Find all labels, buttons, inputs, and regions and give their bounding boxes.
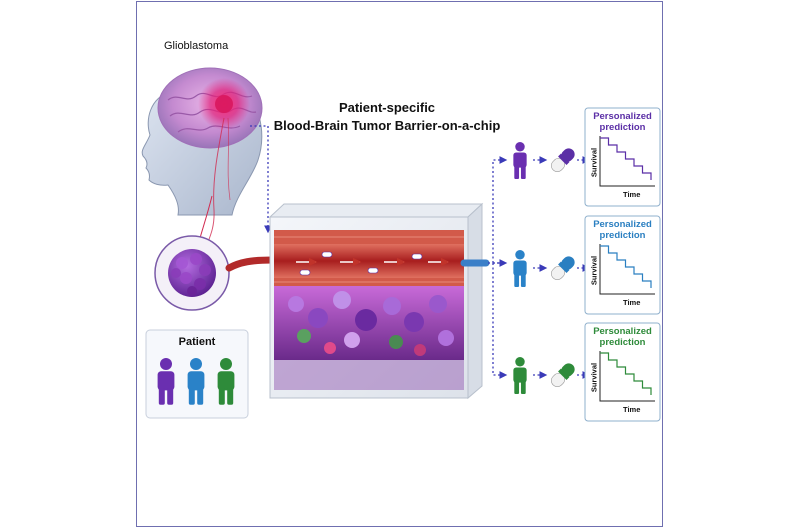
km-axes — [599, 136, 655, 187]
predictions-layer — [513, 107, 661, 422]
capsule-icon — [551, 256, 575, 280]
prediction-title-line-1: Personalized — [593, 219, 652, 230]
patient-label: Patient — [178, 336, 216, 348]
prediction-box — [584, 215, 661, 315]
title-line-2: Blood-Brain Tumor Barrier-on-a-chip — [273, 118, 501, 133]
prediction-box — [584, 107, 661, 207]
patient-person-icon — [187, 358, 205, 405]
patient-person-icon — [217, 358, 235, 405]
km-axes — [599, 244, 655, 295]
capsule-icon — [551, 363, 575, 387]
brain-icon — [157, 67, 263, 251]
title-line-1: Patient-specific — [338, 100, 436, 115]
prediction-title-line-1: Personalized — [593, 111, 652, 122]
glioblastoma-label: Glioblastoma — [164, 40, 229, 52]
km-axes — [599, 351, 655, 402]
prediction-title-line-2: prediction — [599, 122, 646, 133]
brain-to-chip-arrow — [250, 125, 272, 234]
prediction-xlabel: Time — [623, 190, 641, 199]
capsule-icon — [551, 148, 575, 172]
survival-curve — [600, 352, 652, 395]
prediction-ylabel: Survival — [589, 255, 599, 286]
branch-arrows — [488, 156, 508, 379]
prediction-title-line-1: Personalized — [593, 326, 652, 337]
prediction-xlabel: Time — [623, 405, 641, 414]
patient-people — [157, 358, 235, 405]
row-person-icon — [513, 250, 527, 288]
tumor-sphere-icon — [154, 235, 230, 311]
prediction-box — [584, 322, 661, 422]
patient-person-icon — [157, 358, 175, 405]
row-person-icon — [513, 142, 527, 180]
inlet-tube — [225, 256, 276, 272]
prediction-title-line-2: prediction — [599, 337, 646, 348]
chip-icon — [268, 202, 484, 400]
survival-curve — [600, 137, 652, 180]
tumor-cells — [288, 291, 454, 356]
prediction-ylabel: Survival — [589, 362, 599, 393]
prediction-xlabel: Time — [623, 298, 641, 307]
row-person-icon — [513, 357, 527, 395]
prediction-title-line-2: prediction — [599, 230, 646, 241]
survival-curve — [600, 245, 652, 288]
prediction-ylabel: Survival — [589, 147, 599, 178]
